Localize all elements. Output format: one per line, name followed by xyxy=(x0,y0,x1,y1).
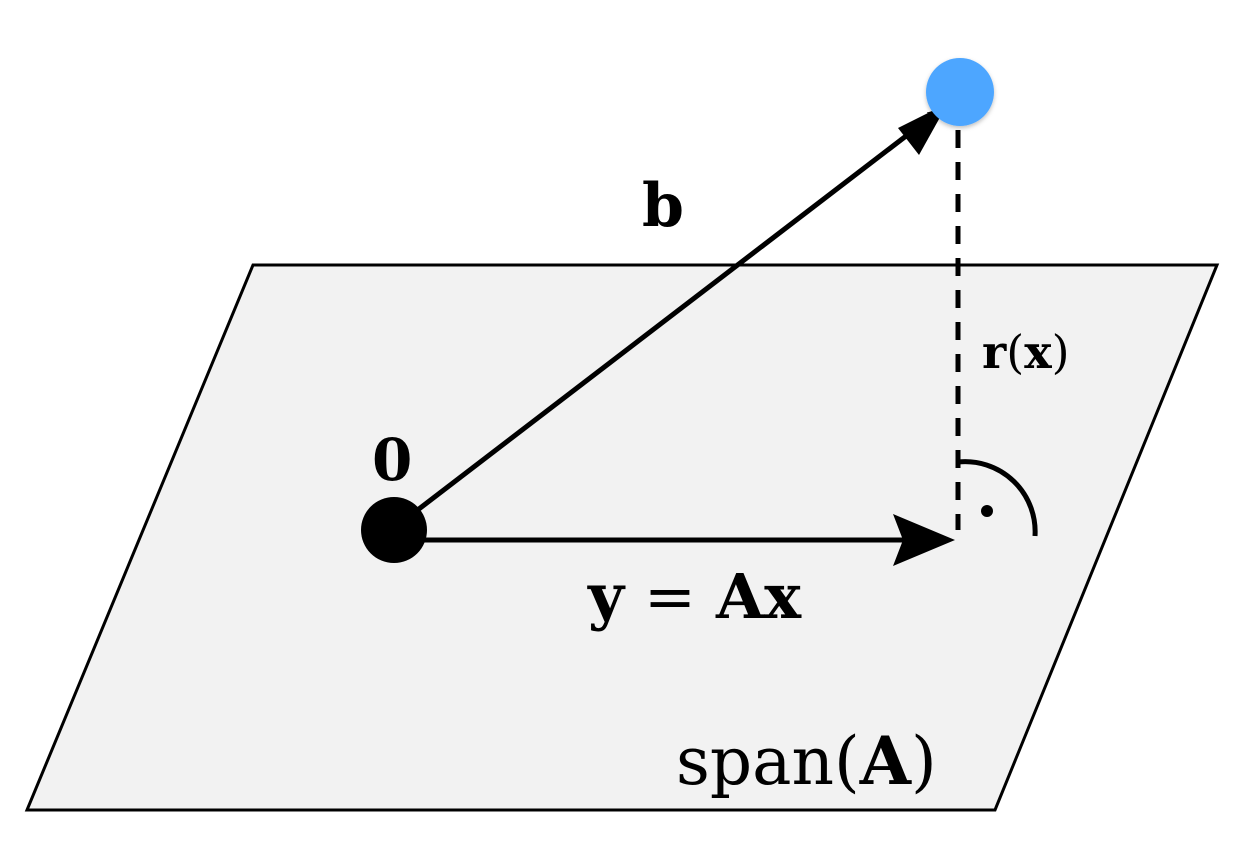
projection-matrix: A xyxy=(715,560,765,633)
residual-label: r(x) xyxy=(982,325,1070,379)
vector-b-arrowhead xyxy=(898,103,948,155)
residual-open-paren: ( xyxy=(1006,325,1024,379)
right-angle-dot xyxy=(981,505,993,517)
plane-open-paren: ( xyxy=(834,723,860,800)
origin-label: 0 xyxy=(372,426,412,494)
plane-argument: A xyxy=(859,722,912,800)
point-b xyxy=(926,58,994,126)
residual-close-paren: ) xyxy=(1052,325,1070,379)
residual-argument: x xyxy=(1024,325,1052,379)
projection-lhs: y xyxy=(587,560,626,633)
vector-y-arrowhead xyxy=(893,514,955,566)
right-angle-arc xyxy=(957,459,1038,537)
projection-label: y= Ax xyxy=(587,560,802,633)
plane-label: span(A) xyxy=(676,722,937,800)
residual-symbol: r xyxy=(982,325,1007,379)
vector-b-label: b xyxy=(642,171,684,241)
plane-func: span xyxy=(676,723,834,800)
plane-close-paren: ) xyxy=(911,723,937,800)
projection-vector: x xyxy=(764,560,802,633)
projection-equals: = xyxy=(644,560,696,633)
vector-b-arrow xyxy=(396,108,942,527)
origin-point xyxy=(361,497,427,563)
